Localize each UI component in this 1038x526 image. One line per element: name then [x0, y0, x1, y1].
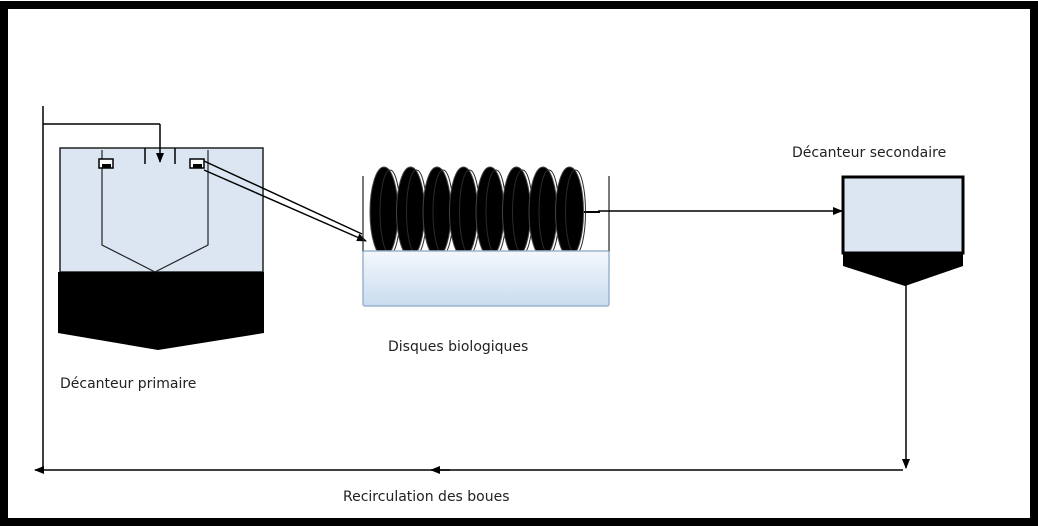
secondary-settler	[841, 175, 965, 286]
primary-settler-funnel	[101, 150, 209, 273]
biological-disk	[396, 166, 425, 258]
transfer-line-upper	[203, 160, 363, 235]
secondary-settler-sludge	[843, 252, 963, 286]
biological-disk	[475, 166, 505, 258]
biological-disks-label: Disques biologiques	[388, 339, 529, 355]
disk-stack	[369, 166, 600, 258]
primary-settler	[58, 147, 264, 350]
biological-disks	[362, 166, 610, 307]
primary-settler-sludge	[58, 272, 264, 350]
disks-basin	[362, 250, 610, 307]
primary-settler-label: Décanteur primaire	[60, 376, 197, 392]
sludge-recirculation-label: Recirculation des boues	[343, 489, 510, 505]
biological-disk	[528, 166, 558, 258]
primary-settler-tank	[59, 147, 264, 273]
biological-disk	[449, 166, 478, 258]
biological-disk	[502, 166, 531, 258]
biological-disk	[422, 166, 452, 258]
biological-disk	[555, 166, 584, 258]
secondary-settler-label: Décanteur secondaire	[792, 145, 947, 161]
transfer-line-lower	[203, 169, 367, 242]
biological-disk	[369, 166, 399, 258]
secondary-settler-tank	[841, 175, 965, 255]
